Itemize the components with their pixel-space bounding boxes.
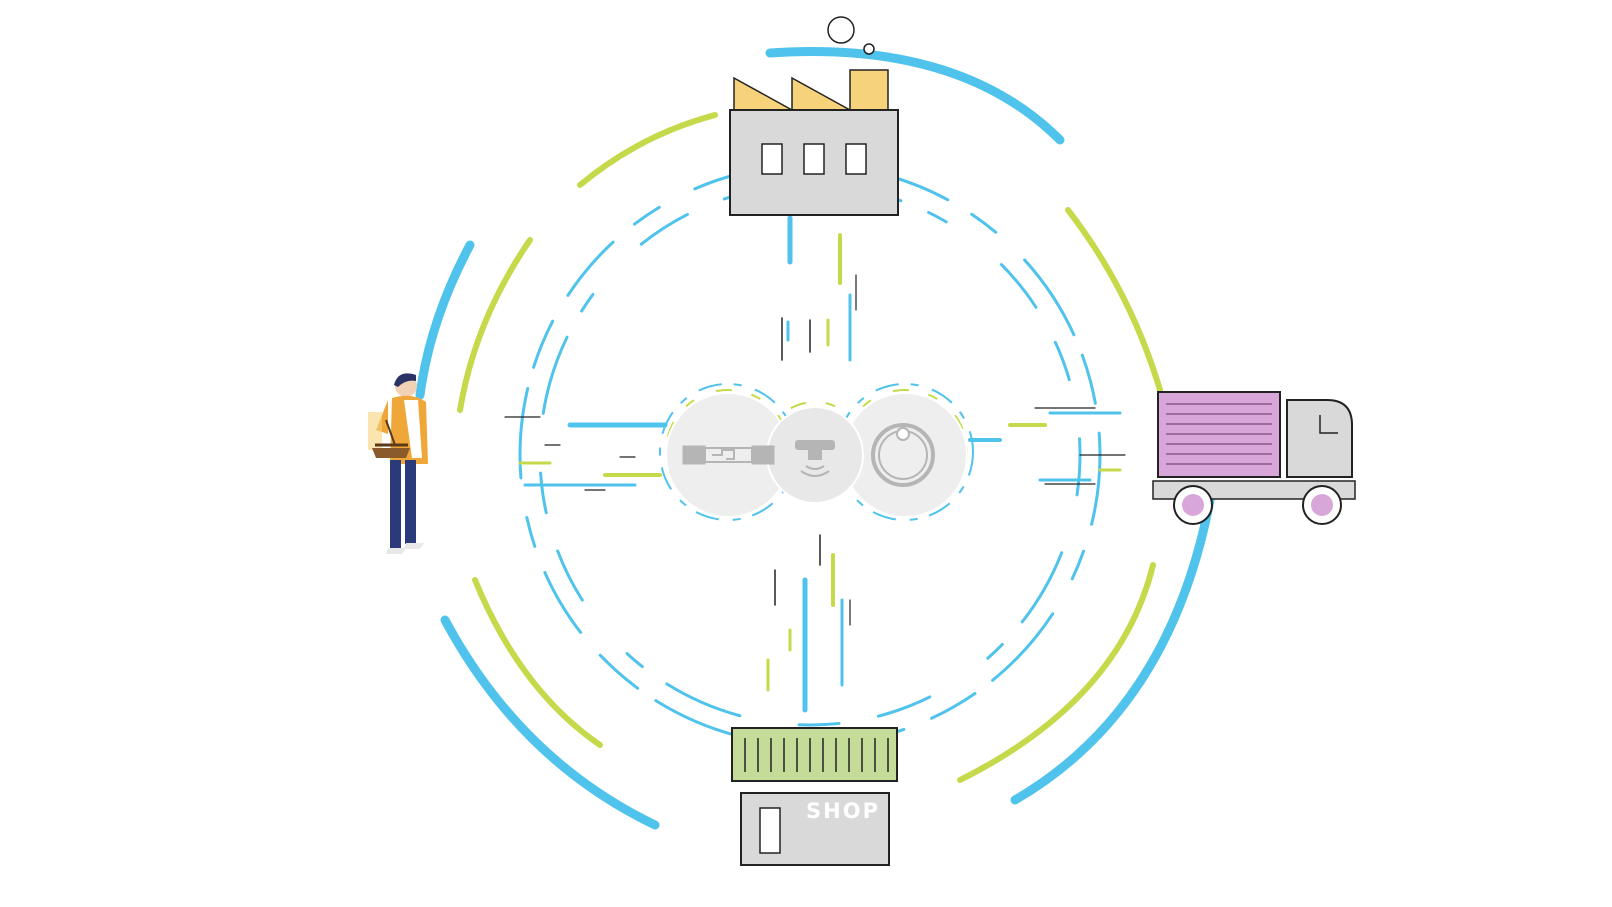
outer-arc-top-right <box>765 47 1065 145</box>
rfid-reader-icon <box>795 440 835 477</box>
outer-arc-bottom-left <box>440 615 660 830</box>
green-arc-top-left <box>577 112 718 188</box>
outer-arc-left <box>415 240 475 400</box>
green-arc-right <box>1065 207 1163 393</box>
middle-green-ring <box>457 112 1163 783</box>
shop-icon: SHOP <box>731 727 898 866</box>
truck-icon <box>1152 391 1356 525</box>
outer-blue-ring <box>415 47 1215 830</box>
connector-lines <box>504 215 1126 713</box>
green-arc-left <box>457 237 533 413</box>
nfc-tag-icon <box>871 423 935 487</box>
rfid-tag-icon <box>682 445 775 465</box>
rfid-hub <box>659 383 974 521</box>
outer-arc-bottom-right <box>1010 495 1215 805</box>
shop-sign: SHOP <box>806 799 880 823</box>
shopper-icon <box>368 373 428 554</box>
factory-icon <box>729 16 899 216</box>
green-arc-bottom-left <box>472 577 603 748</box>
green-arc-bottom-right <box>957 562 1156 783</box>
